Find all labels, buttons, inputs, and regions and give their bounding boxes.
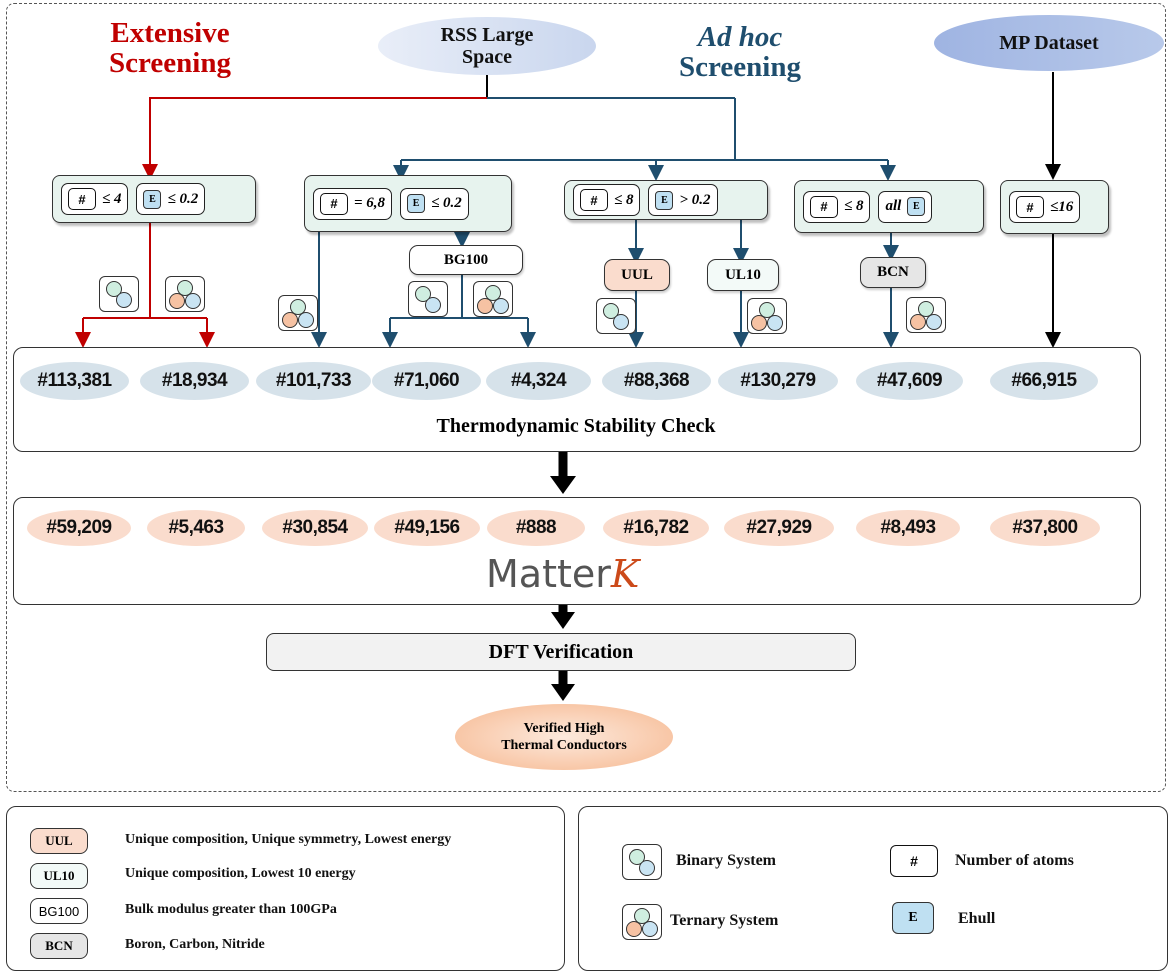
- stage1-count: #18,934: [140, 362, 249, 400]
- legend-bg100-tag: BG100: [30, 898, 88, 924]
- ehull-condition: ≤ 0.2: [431, 195, 462, 211]
- legend-uul-desc: Unique composition, Unique symmetry, Low…: [125, 832, 452, 847]
- legend-ul10-desc: Unique composition, Lowest 10 energy: [125, 866, 356, 881]
- legend-binary-icon: [622, 844, 662, 880]
- hash-symbol: #: [1016, 196, 1044, 218]
- ehull-symbol: E: [407, 194, 426, 213]
- atoms-condition: = 6,8: [354, 195, 386, 211]
- legend-right-panel: [578, 806, 1168, 971]
- stage2-count: #27,929: [724, 510, 834, 546]
- legend-uul-tag: UUL: [30, 828, 88, 854]
- ternary-system-icon: [473, 281, 513, 317]
- matterk-logo-k: K: [610, 552, 640, 596]
- adhoc-screening-title: Ad hoc Screening: [640, 22, 840, 83]
- stage1-count: #130,279: [718, 362, 838, 400]
- legend-binary-label: Binary System: [676, 852, 776, 869]
- verified-conductors-ellipse: Verified High Thermal Conductors: [455, 704, 673, 770]
- stage2-count: #49,156: [374, 510, 480, 546]
- binary-system-icon: [596, 298, 636, 334]
- legend-bcn-desc: Boron, Carbon, Nitride: [125, 937, 265, 952]
- criteria-box-5: # ≤16: [1000, 180, 1109, 234]
- adhoc-italic-label: Ad hoc: [697, 21, 783, 53]
- atoms-criterion: # ≤16: [1009, 191, 1081, 223]
- dft-verification-box: DFT Verification: [266, 633, 856, 671]
- hash-symbol: #: [580, 189, 608, 211]
- ternary-system-icon: [906, 297, 946, 333]
- stage2-count: #37,800: [990, 510, 1100, 546]
- dft-verification-label: DFT Verification: [488, 640, 634, 663]
- ternary-system-icon: [165, 276, 205, 312]
- atoms-condition: ≤ 8: [614, 191, 634, 208]
- stage2-count: #888: [487, 510, 585, 546]
- ternary-system-icon: [747, 298, 787, 334]
- legend-atoms-label: Number of atoms: [955, 852, 1074, 869]
- stage1-count: #88,368: [602, 362, 711, 400]
- matterk-logo: MatterK: [486, 552, 639, 596]
- legend-ternary-icon: [622, 904, 662, 940]
- ul10-tag: UL10: [707, 259, 779, 291]
- hash-symbol: #: [68, 188, 96, 210]
- atoms-criterion: # ≤ 4: [61, 183, 129, 215]
- rss-large-space-ellipse: RSS Large Space: [378, 17, 596, 75]
- ehull-symbol: E: [655, 190, 674, 210]
- ehull-criterion: E ≤ 0.2: [400, 187, 469, 220]
- stage1-count: #113,381: [20, 362, 129, 400]
- legend-atoms-symbol: #: [890, 845, 938, 877]
- ehull-symbol: E: [907, 197, 926, 216]
- criteria-box-3: # ≤ 8 E > 0.2: [564, 180, 768, 220]
- criteria-box-4: # ≤ 8 all E: [794, 180, 984, 233]
- flowchart-frame: [6, 3, 1166, 792]
- hash-symbol: #: [810, 195, 838, 218]
- binary-system-icon: [99, 276, 139, 312]
- stage1-count: #66,915: [990, 362, 1098, 400]
- bcn-tag: BCN: [860, 257, 926, 288]
- uul-tag: UUL: [604, 259, 670, 291]
- atoms-criterion: # ≤ 8: [803, 190, 871, 223]
- bg100-tag: BG100: [409, 245, 523, 275]
- atoms-condition: ≤16: [1050, 198, 1074, 215]
- stage1-count: #4,324: [486, 362, 591, 400]
- criteria-box-2: # = 6,8 E ≤ 0.2: [304, 175, 512, 232]
- stage1-count: #47,609: [856, 362, 963, 400]
- legend-ternary-label: Ternary System: [670, 912, 779, 929]
- mp-dataset-ellipse: MP Dataset: [934, 15, 1164, 71]
- legend-ehull-label: Ehull: [958, 910, 996, 927]
- ternary-system-icon: [278, 295, 318, 331]
- stage2-count: #16,782: [603, 510, 709, 546]
- ehull-criterion: all E: [878, 190, 933, 223]
- atoms-criterion: # = 6,8: [313, 187, 393, 220]
- binary-system-icon: [408, 281, 448, 317]
- stage1-count: #101,733: [256, 362, 371, 400]
- hash-symbol: #: [320, 192, 348, 215]
- stage2-count: #59,209: [27, 510, 131, 546]
- stage2-count: #8,493: [856, 510, 960, 546]
- all-condition: all: [885, 198, 902, 214]
- atoms-condition: ≤ 8: [844, 198, 864, 214]
- criteria-box-1: # ≤ 4 E ≤ 0.2: [52, 175, 256, 223]
- mp-dataset-label: MP Dataset: [999, 31, 1099, 54]
- thermodynamic-stability-label: Thermodynamic Stability Check: [436, 415, 716, 437]
- stage1-count: #71,060: [372, 362, 481, 400]
- matterk-logo-text: Matter: [486, 552, 611, 596]
- extensive-screening-title: Extensive Screening: [109, 17, 231, 80]
- adhoc-screening-label: Screening: [679, 51, 801, 84]
- legend-ehull-symbol: E: [892, 902, 934, 934]
- legend-bg100-desc: Bulk modulus greater than 100GPa: [125, 902, 337, 917]
- ehull-condition: > 0.2: [679, 191, 711, 208]
- atoms-condition: ≤ 4: [102, 190, 122, 207]
- stage2-count: #5,463: [147, 510, 245, 546]
- ehull-condition: ≤ 0.2: [167, 190, 199, 207]
- ehull-symbol: E: [143, 189, 162, 209]
- legend-bcn-tag: BCN: [30, 933, 88, 959]
- stage2-count: #30,854: [262, 510, 368, 546]
- rss-large-space-label: RSS Large Space: [440, 24, 534, 68]
- atoms-criterion: # ≤ 8: [573, 184, 641, 216]
- verified-conductors-label: Verified High Thermal Conductors: [501, 720, 627, 754]
- ehull-criterion: E > 0.2: [648, 184, 718, 216]
- legend-ul10-tag: UL10: [30, 863, 88, 889]
- ehull-criterion: E ≤ 0.2: [136, 183, 206, 215]
